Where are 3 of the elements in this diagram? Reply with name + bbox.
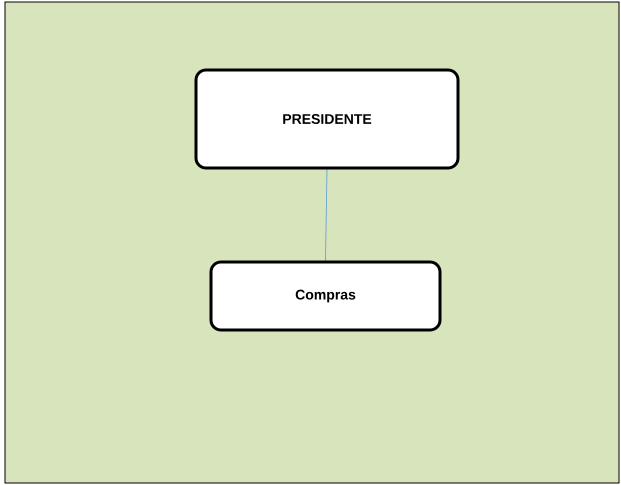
org-box: Compras	[210, 260, 442, 332]
connector-line	[325, 169, 328, 261]
org-box: PRESIDENTE	[194, 68, 460, 170]
